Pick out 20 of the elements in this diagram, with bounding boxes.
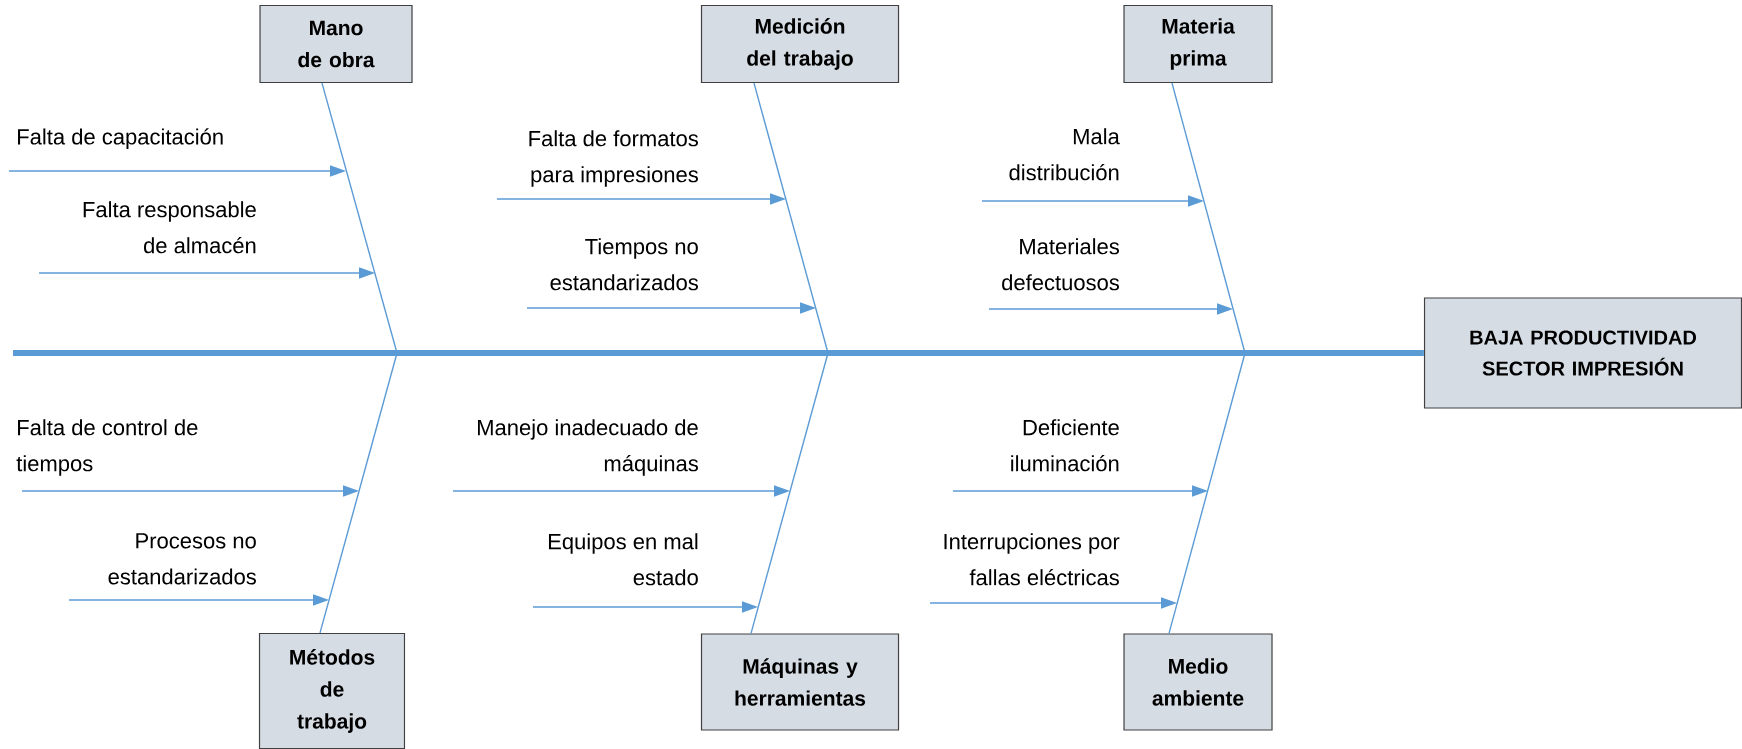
cause-label: Falta de control de tiempos bbox=[16, 419, 198, 476]
cause-label: Falta responsable de almacén bbox=[83, 201, 256, 254]
category-box: Mano de obra bbox=[259, 4, 413, 84]
spine-line bbox=[13, 350, 1424, 356]
cause-label: Deficiente iluminación bbox=[1011, 419, 1119, 472]
effect-box: BAJA PRODUCTIVIDAD SECTOR IMPRESIÓN bbox=[1423, 297, 1742, 409]
cause-label: Materiales defectuosos bbox=[1002, 238, 1119, 291]
category-box: Métodos de trabajo bbox=[258, 632, 406, 749]
category-box: Medición del trabajo bbox=[700, 4, 900, 84]
category-box: Medio ambiente bbox=[1123, 633, 1273, 731]
category-box: Materia prima bbox=[1123, 4, 1273, 84]
cause-label: Interrupciones por fallas eléctricas bbox=[944, 533, 1120, 586]
cause-label: Equipos en mal estado bbox=[548, 533, 698, 586]
category-box: Máquinas y herramientas bbox=[700, 633, 900, 731]
cause-label: Tiempos no estandarizados bbox=[550, 238, 698, 291]
cause-label: Mala distribución bbox=[1009, 128, 1120, 181]
cause-label: Falta de capacitación bbox=[18, 128, 223, 149]
cause-label: Falta de formatos para impresiones bbox=[529, 130, 698, 187]
cause-label: Manejo inadecuado de máquinas bbox=[478, 419, 698, 476]
cause-label: Procesos no estandarizados bbox=[108, 533, 256, 585]
